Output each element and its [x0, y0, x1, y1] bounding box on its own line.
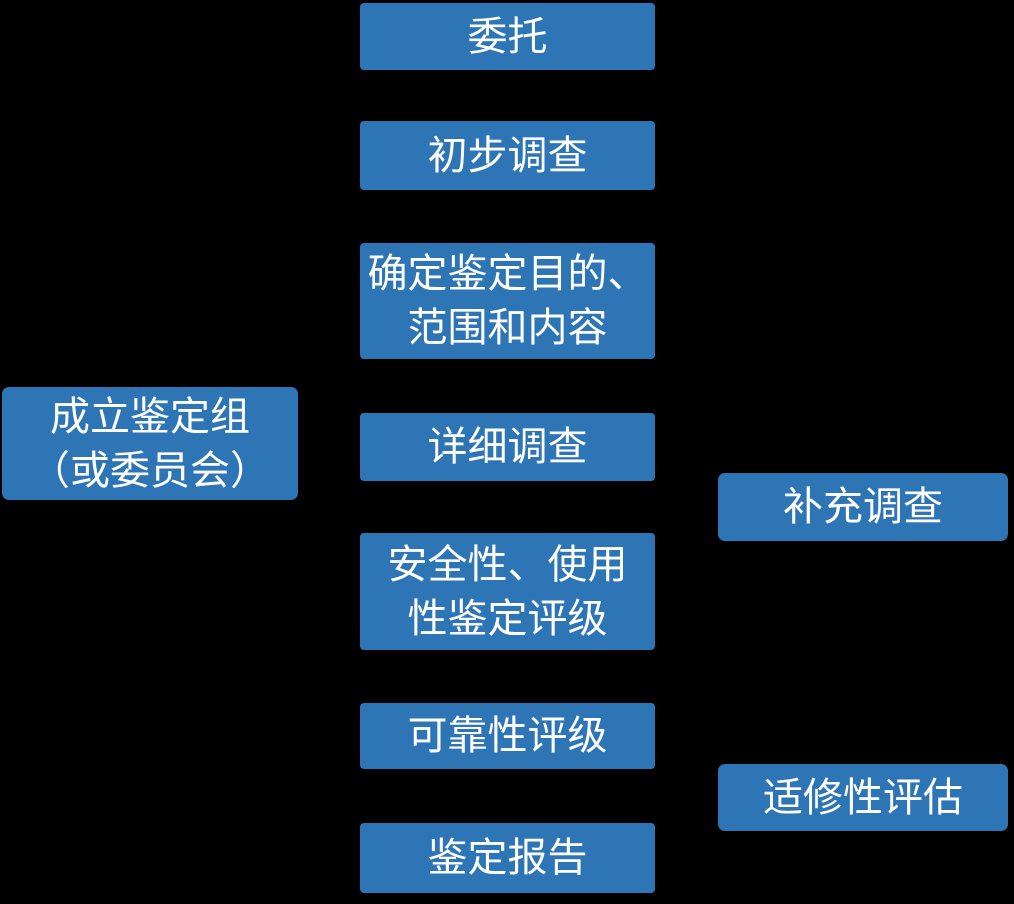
- step-preliminary-survey-box: 初步调查: [360, 121, 655, 190]
- side-repairability-assessment-box: 适修性评估: [718, 764, 1008, 831]
- step-appraisal-report-box: 鉴定报告: [360, 823, 655, 893]
- side-establish-appraisal-group-box: 成立鉴定组 （或委员会）: [2, 387, 298, 500]
- side-supplementary-survey-box: 补充调查: [718, 473, 1008, 541]
- step-define-purpose-scope-content-box: 确定鉴定目的、 范围和内容: [360, 243, 655, 359]
- step-detailed-survey-box: 详细调查: [360, 413, 655, 481]
- step-entrust-box: 委托: [360, 3, 655, 70]
- step-safety-serviceability-rating-box: 安全性、使用 性鉴定评级: [360, 533, 655, 650]
- step-reliability-rating-box: 可靠性评级: [360, 703, 655, 769]
